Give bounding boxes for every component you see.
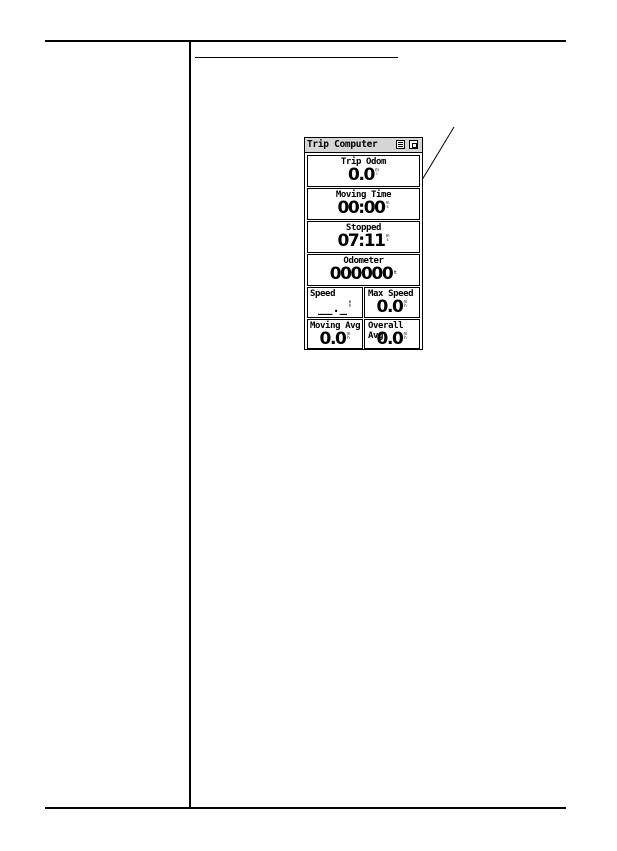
field-unit: mh: [348, 299, 352, 308]
field-unit: mh: [403, 299, 408, 308]
margin-rule: [189, 40, 191, 808]
field-label: Overall Avg: [368, 321, 404, 341]
field-label: Stopped: [345, 223, 382, 233]
data-field-speed[interactable]: Speed __._mh: [307, 287, 363, 318]
field-value: __._mh: [318, 299, 352, 316]
data-field-max-speed[interactable]: Max Speed 0.0mh: [364, 287, 420, 318]
field-unit: ms: [385, 233, 390, 242]
data-field-moving-time[interactable]: Moving Time 00:00ms: [307, 188, 420, 220]
bottom-rule: [45, 807, 566, 809]
field-label: Trip Odom: [340, 157, 387, 167]
page-title-bar: Trip Computer: [305, 138, 422, 153]
field-label: Odometer: [343, 256, 384, 266]
field-unit: ft: [393, 270, 397, 275]
field-label: Speed: [310, 289, 336, 299]
top-rule: [45, 40, 566, 42]
field-value: 0.0mi: [348, 165, 379, 185]
field-value: 07:11ms: [337, 231, 390, 251]
field-value: 0.0mh: [319, 329, 351, 349]
menu-icon[interactable]: [396, 140, 405, 149]
field-unit: ms: [385, 200, 390, 209]
data-field-moving-avg[interactable]: Moving Avg 0.0mh: [307, 319, 363, 349]
field-unit: mh: [346, 331, 351, 340]
data-field-stopped[interactable]: Stopped 07:11ms: [307, 221, 420, 253]
section-title-underline: [195, 57, 398, 58]
field-value: 0.0mh: [376, 297, 408, 317]
page-toggle-icon[interactable]: [409, 140, 418, 149]
field-label: Max Speed: [368, 289, 414, 299]
field-unit: mi: [375, 167, 379, 176]
field-value: 0.0mh: [376, 329, 408, 349]
field-value: 00:00ms: [337, 198, 390, 218]
trip-computer-screen: Trip Computer Trip Odom 0.0mi Moving Tim…: [304, 137, 423, 350]
page-title: Trip Computer: [307, 139, 378, 150]
data-field-trip-odom[interactable]: Trip Odom 0.0mi: [307, 155, 420, 187]
field-label: Moving Avg: [310, 321, 361, 331]
field-unit: mh: [403, 331, 408, 340]
data-field-overall-avg[interactable]: Overall Avg 0.0mh: [364, 319, 420, 349]
field-label: Moving Time: [335, 190, 392, 200]
